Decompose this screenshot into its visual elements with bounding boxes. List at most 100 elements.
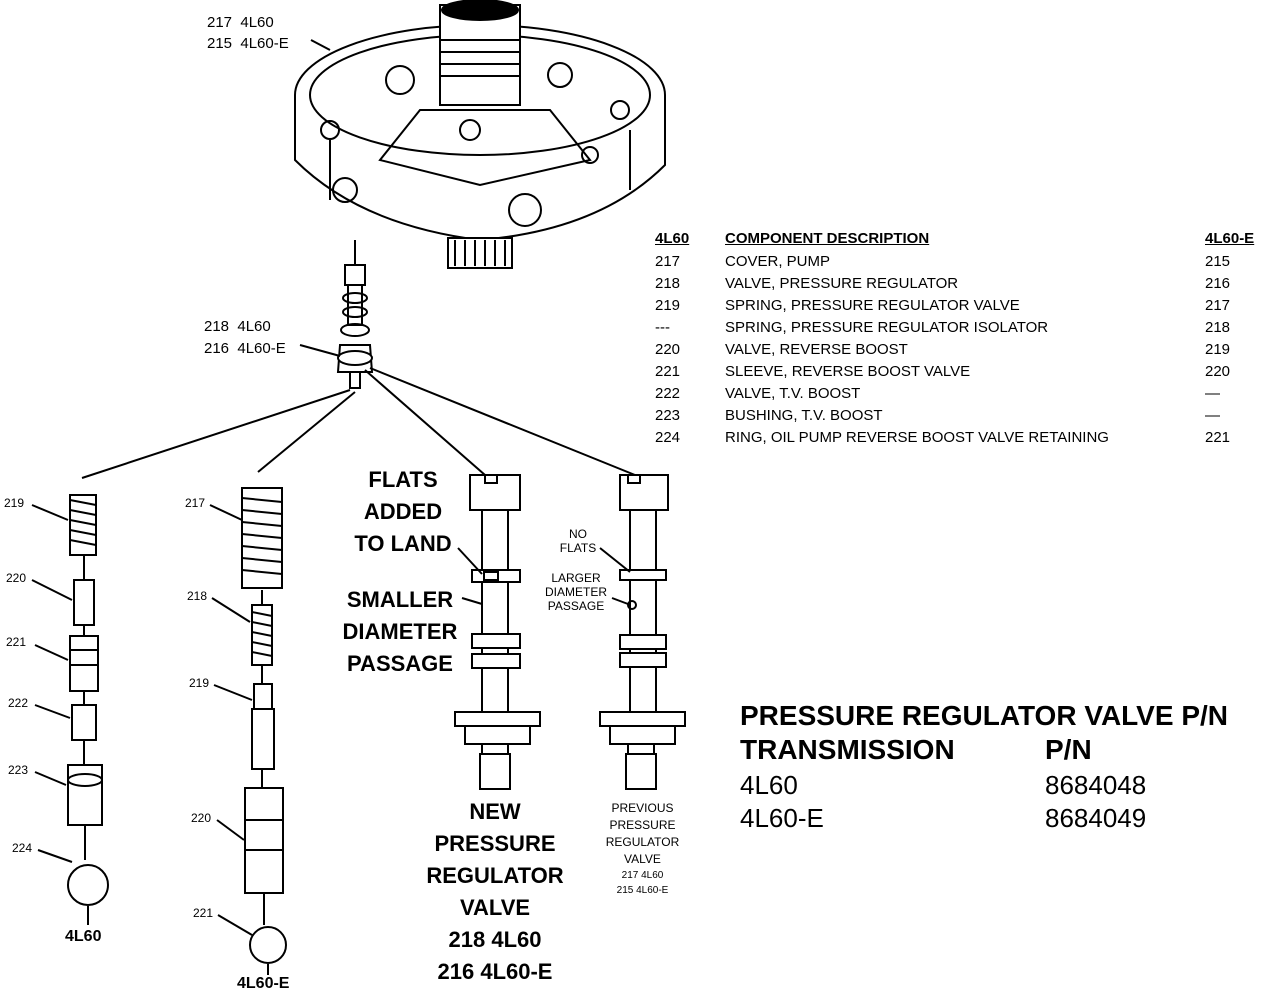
previous-valve-drawing [599,474,686,790]
note-line: FLATS [559,541,597,555]
table-row: 224 RING, OIL PUMP REVERSE BOOST VALVE R… [650,429,1265,451]
middle-stack-drawing [241,487,287,975]
table-cell: 222 [655,385,681,402]
table-cell: BUSHING, T.V. BOOST [725,407,883,424]
part-label: 219 [4,496,25,510]
part-label: 219 [189,676,210,690]
note-line: LARGER [551,571,601,585]
pump-cover-label-4l60e: 215 4L60-E [207,35,289,52]
table-cell: — [1205,407,1220,424]
caption-line: VALVE [459,895,531,920]
note-line: DIAMETER [342,619,458,644]
new-valve-caption: NEW PRESSURE REGULATOR VALVE 218 4L60 21… [405,796,585,988]
note-line: DIAMETER [544,585,607,599]
table-cell: RING, OIL PUMP REVERSE BOOST VALVE RETAI… [725,429,1109,446]
transmission-cell: 4L60 [740,770,798,800]
table-cell: 219 [655,297,681,314]
pump-cover-label-4l60: 217 4L60 [207,14,274,31]
note-line: SMALLER [346,587,454,612]
part-number-header: TRANSMISSION P/N [740,734,1260,766]
caption-line: VALVE [624,852,661,866]
table-row: 221 SLEEVE, REVERSE BOOST VALVE 220 [650,363,1265,385]
table-cell: 217 [1205,297,1231,314]
left-stack-drawing [67,494,109,925]
part-label: 224 [12,841,33,855]
part-label: 218 [187,589,208,603]
part-label: 221 [6,635,27,649]
table-row: 217 COVER, PUMP 215 [650,253,1265,275]
part-label: 221 [193,906,214,920]
table-cell: 223 [655,407,681,424]
note-line: TO LAND [354,531,452,556]
note-line: PASSAGE [547,599,605,613]
table-cell: COVER, PUMP [725,253,831,270]
table-cell: SPRING, PRESSURE REGULATOR ISOLATOR [725,319,1049,336]
table-cell: 221 [1205,429,1231,446]
table-row: 223 BUSHING, T.V. BOOST — [650,407,1265,429]
part-label: 222 [8,696,29,710]
larger-passage-note: LARGER DIAMETER PASSAGE [534,571,618,613]
table-cell: --- [655,319,670,336]
table-cell: 215 [1205,253,1231,270]
table-row: 220 VALVE, REVERSE BOOST 219 [650,341,1265,363]
part-label: 220 [6,571,27,585]
central-valve-drawing [336,240,374,389]
table-row: 222 VALVE, T.V. BOOST — [650,385,1265,407]
transmission-cell: 4L60-E [740,803,824,833]
table-cell: 220 [655,341,681,358]
no-flats-note: NO FLATS [548,527,608,555]
flats-added-note: FLATS ADDED TO LAND [338,464,468,560]
table-cell: VALVE, T.V. BOOST [725,385,861,402]
header-4l60: 4L60 [655,230,690,247]
component-table-header: 4L60 COMPONENT DESCRIPTION 4L60-E [650,230,1265,252]
smaller-passage-note: SMALLER DIAMETER PASSAGE [330,584,470,680]
previous-valve-caption: PREVIOUS PRESSURE REGULATOR VALVE 217 4L… [590,800,695,898]
note-line: PASSAGE [347,651,453,676]
transmission-header: TRANSMISSION [740,734,955,765]
caption-line: 216 4L60-E [437,959,553,984]
part-label: 220 [191,811,212,825]
table-row: 219 SPRING, PRESSURE REGULATOR VALVE 217 [650,297,1265,319]
valve-label-4l60: 218 4L60 [204,318,271,335]
part-number-row: 4L60 8684048 [740,770,1260,802]
table-cell: SLEEVE, REVERSE BOOST VALVE [725,363,971,380]
table-row: --- SPRING, PRESSURE REGULATOR ISOLATOR … [650,319,1265,341]
table-cell: VALVE, REVERSE BOOST [725,341,908,358]
pn-cell: 8684048 [1045,770,1147,800]
note-line: ADDED [363,499,443,524]
pump-cover-drawing [294,0,666,269]
caption-line: 215 4L60-E [616,885,669,896]
caption-line: REGULATOR [426,863,564,888]
table-cell: VALVE, PRESSURE REGULATOR [725,275,959,292]
part-label: 217 [185,496,206,510]
caption-line: PRESSURE [434,831,556,856]
part-label: 223 [8,763,29,777]
table-row: 218 VALVE, PRESSURE REGULATOR 216 [650,275,1265,297]
part-number-title-text: PRESSURE REGULATOR VALVE P/N [740,700,1228,731]
middle-stack-caption: 4L60-E [237,975,290,992]
left-stack-caption: 4L60 [65,928,102,945]
caption-line: NEW [469,799,521,824]
header-4l60e: 4L60-E [1205,230,1255,247]
caption-line: PREVIOUS [611,801,674,815]
table-cell: 218 [1205,319,1231,336]
header-component-description: COMPONENT DESCRIPTION [725,230,930,247]
table-cell: 221 [655,363,681,380]
note-line: NO [569,527,587,541]
caption-line: PRESSURE [609,818,676,832]
part-number-row: 4L60-E 8684049 [740,803,1260,835]
caption-line: 217 4L60 [621,870,664,881]
caption-line: REGULATOR [605,835,680,849]
note-line: FLATS [368,467,438,492]
caption-line: 218 4L60 [448,927,542,952]
table-cell: 220 [1205,363,1231,380]
part-number-title: PRESSURE REGULATOR VALVE P/N [740,700,1260,732]
pn-cell: 8684049 [1045,803,1147,833]
new-valve-drawing [454,474,541,790]
table-cell: 218 [655,275,681,292]
valve-label-4l60e: 216 4L60-E [204,340,286,357]
table-cell: — [1205,385,1220,402]
table-cell: SPRING, PRESSURE REGULATOR VALVE [725,297,1020,314]
